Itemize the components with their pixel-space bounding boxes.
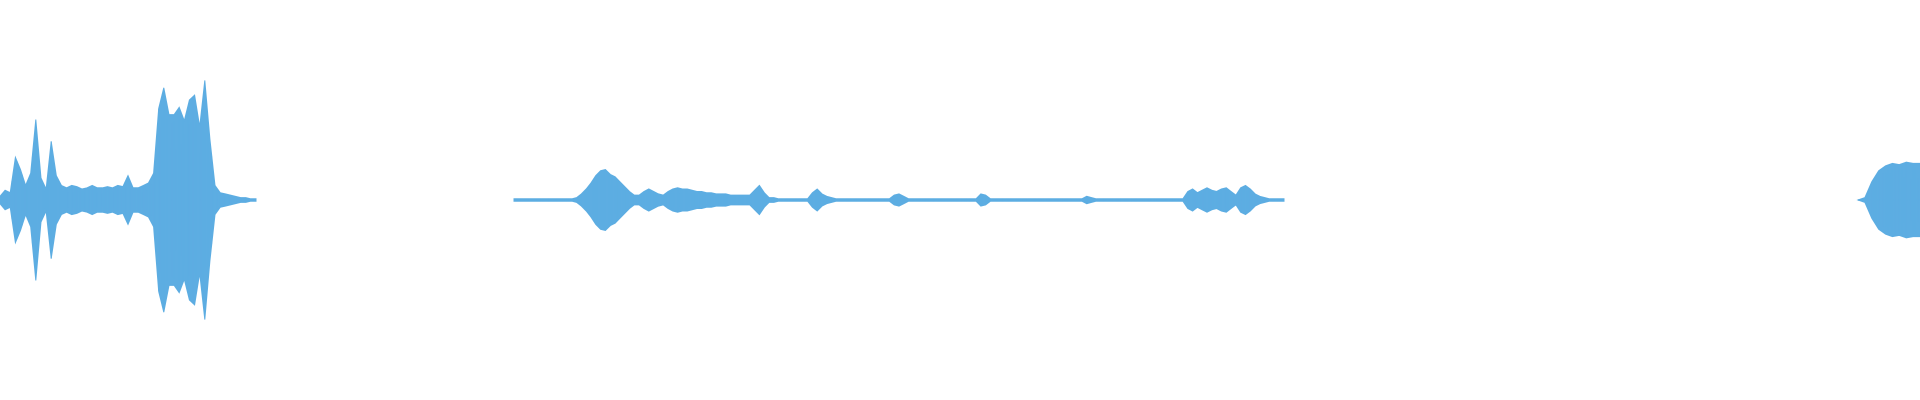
waveform-segment-1 (0, 80, 257, 320)
waveform-segment-2 (513, 168, 1285, 232)
waveform-segment-3 (1856, 161, 1920, 239)
